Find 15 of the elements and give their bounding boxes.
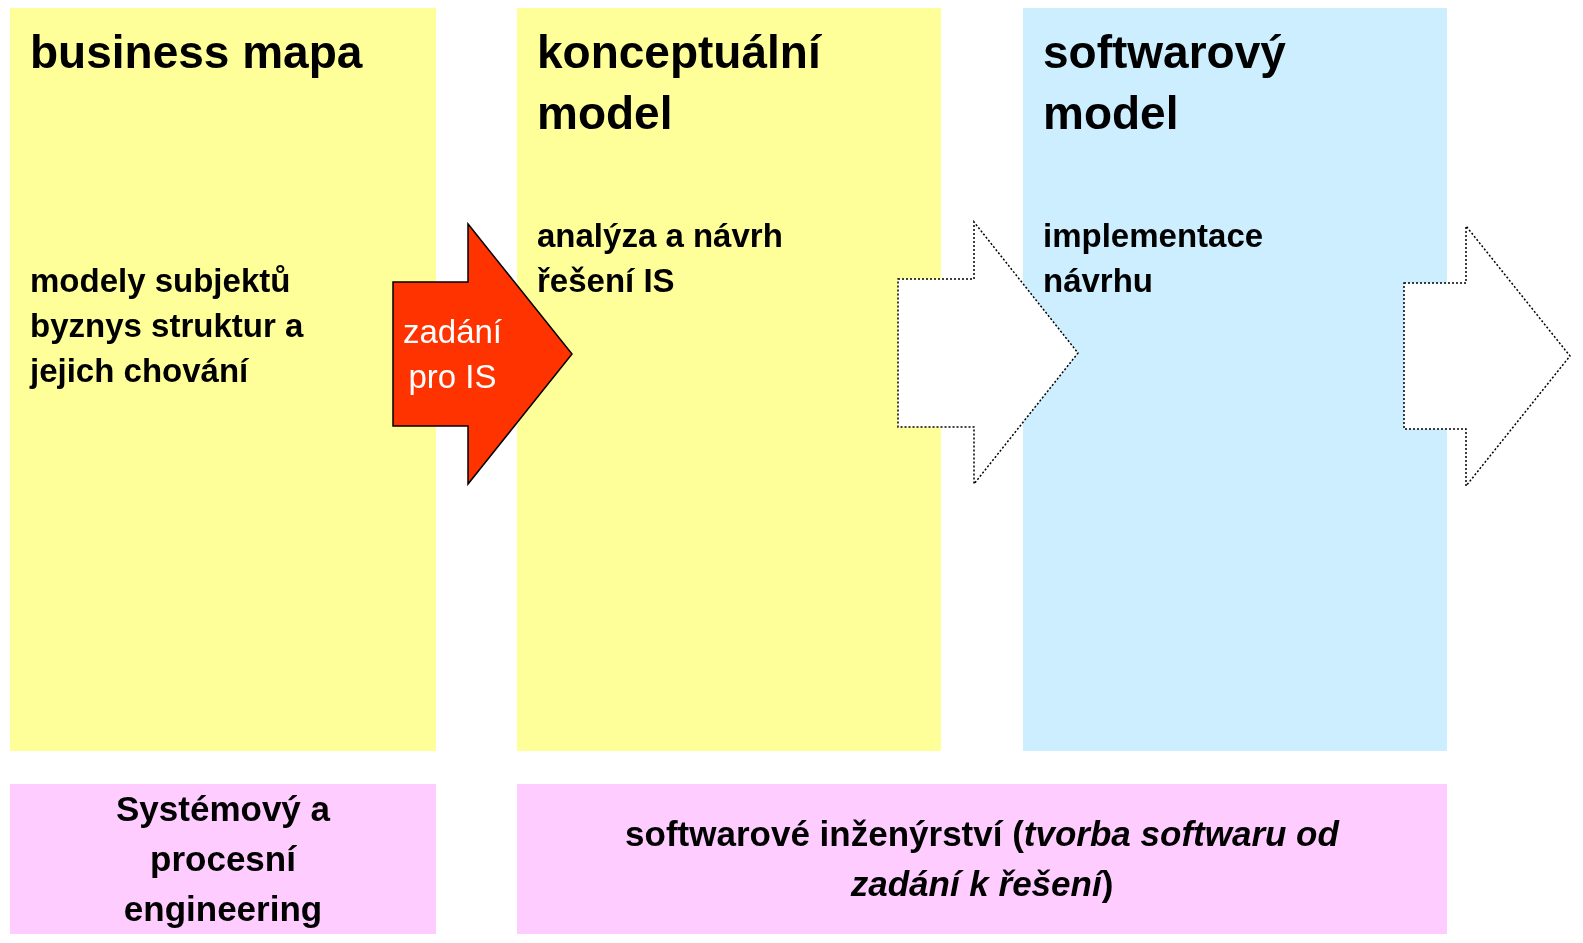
column-panel bbox=[1023, 8, 1447, 751]
column-description: implementace návrhu bbox=[1043, 216, 1265, 301]
block-arrow bbox=[392, 221, 573, 487]
area-band bbox=[517, 784, 1447, 934]
arrow-label: zadání pro IS bbox=[401, 312, 504, 397]
column-description: analýza a návrh řešení IS bbox=[537, 216, 784, 301]
band-label: softwarové inženýrství (tvorba softwaru od zadání k řešení) bbox=[624, 813, 1341, 905]
band-label: Systémový a procesní engineering bbox=[115, 788, 332, 930]
column-title: konceptuální model bbox=[537, 25, 823, 141]
block-arrow bbox=[897, 219, 1079, 487]
column-title: business mapa bbox=[30, 25, 364, 80]
column-title: softwarový model bbox=[1043, 25, 1287, 141]
area-band bbox=[10, 784, 436, 934]
column-description: modely subjektů byznys struktur a jejich chování bbox=[30, 261, 305, 391]
column-panel bbox=[517, 8, 941, 751]
